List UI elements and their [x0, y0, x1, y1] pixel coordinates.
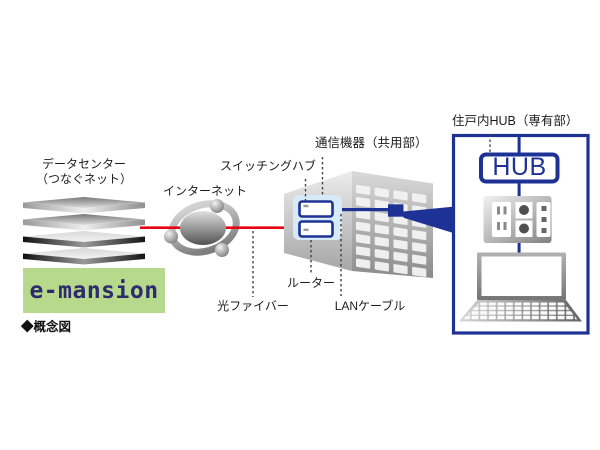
pointer-dashes	[252, 157, 342, 297]
router-switch-icon	[293, 195, 342, 240]
internet-label: インターネット	[162, 184, 247, 198]
hub-box-text: HUB	[492, 153, 547, 181]
datacenter-label: データセンター （つなぐネット）	[10, 157, 158, 187]
router-device	[298, 220, 334, 238]
zoom-wedge	[403, 206, 455, 234]
comm-equipment-label: 通信機器（共用部）	[315, 136, 428, 150]
switching-hub-device	[298, 200, 334, 218]
unit-box	[451, 133, 590, 335]
lan-cable-line	[333, 208, 388, 212]
caption: ◆概念図	[21, 320, 72, 334]
datacenter-label-line2: （つなぐネット）	[35, 172, 132, 186]
unit-hub-label: 住戸内HUB（専有部）	[452, 114, 579, 128]
lan-node	[388, 204, 404, 217]
switching-hub-label: スイッチングハブ	[219, 159, 316, 173]
datacenter-stack-icon	[23, 197, 145, 265]
lan-cable-label: LANケーブル	[334, 299, 406, 313]
e-mansion-logo: e-mansion	[23, 268, 165, 313]
laptop-icon	[459, 252, 582, 322]
datacenter-label-line1: データセンター	[41, 157, 126, 171]
internet-globe-sphere	[164, 199, 229, 257]
wall-outlet-icon	[483, 196, 552, 243]
e-mansion-logo-text: e-mansion	[29, 277, 159, 304]
hub-box	[479, 152, 560, 184]
router-label: ルーター	[286, 276, 335, 290]
optical-fiber-label: 光ファイバー	[217, 299, 289, 313]
unit-lan-line	[517, 137, 521, 253]
